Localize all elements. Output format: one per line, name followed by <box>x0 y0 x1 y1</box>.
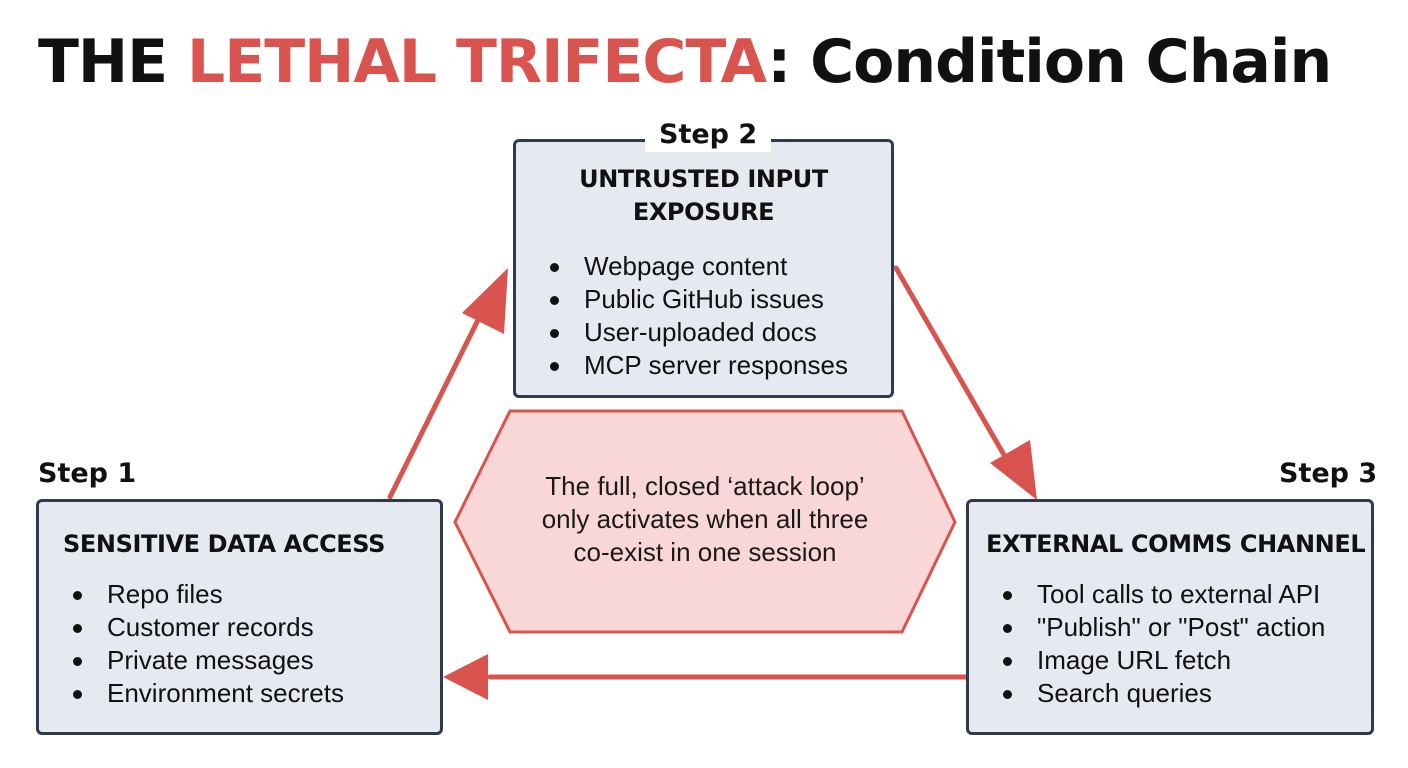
card-step2-list: Webpage content Public GitHub issues Use… <box>536 250 891 382</box>
list-item: Webpage content <box>536 250 891 283</box>
list-item: Tool calls to external API <box>989 578 1371 611</box>
title-prefix: THE <box>38 27 188 97</box>
list-item: Private messages <box>59 644 440 677</box>
card-step2-heading-line2: EXPOSURE <box>632 198 775 226</box>
center-line-3: co-exist in one session <box>573 537 837 567</box>
step-2-label: Step 2 <box>645 118 772 152</box>
arrow-step2-to-step3 <box>893 265 1014 470</box>
center-line-1: The full, closed ‘attack loop’ <box>545 471 865 501</box>
page-title: THE LETHAL TRIFECTA: Condition Chain <box>38 24 1332 100</box>
list-item: Environment secrets <box>59 677 440 710</box>
title-highlight: LETHAL TRIFECTA <box>187 27 768 97</box>
list-item: "Publish" or "Post" action <box>989 611 1371 644</box>
arrowhead-to-step1 <box>443 654 488 700</box>
step-1-label: Step 1 <box>38 458 137 489</box>
arrow-step1-to-step2 <box>387 311 484 500</box>
list-item: MCP server responses <box>536 349 891 382</box>
step-3-label: Step 3 <box>1279 458 1378 489</box>
card-step1-list: Repo files Customer records Private mess… <box>59 578 440 710</box>
list-item: Search queries <box>989 677 1371 710</box>
card-step1-heading: SENSITIVE DATA ACCESS <box>63 530 385 558</box>
list-item: User-uploaded docs <box>536 316 891 349</box>
list-item: Repo files <box>59 578 440 611</box>
card-step2-heading: UNTRUSTED INPUT EXPOSURE <box>516 163 891 229</box>
list-item: Public GitHub issues <box>536 283 891 316</box>
card-untrusted-input: UNTRUSTED INPUT EXPOSURE Webpage content… <box>513 139 894 398</box>
center-line-2: only activates when all three <box>541 504 869 534</box>
list-item: Image URL fetch <box>989 644 1371 677</box>
center-message: The full, closed ‘attack loop’ only acti… <box>500 470 910 569</box>
list-item: Customer records <box>59 611 440 644</box>
title-suffix: : Condition Chain <box>767 27 1332 97</box>
card-sensitive-data: SENSITIVE DATA ACCESS Repo files Custome… <box>36 499 443 735</box>
card-step3-list: Tool calls to external API "Publish" or … <box>989 578 1371 710</box>
arrowhead-to-step3 <box>990 440 1037 500</box>
card-external-comms: EXTERNAL COMMS CHANNEL Tool calls to ext… <box>966 499 1374 735</box>
card-step3-heading: EXTERNAL COMMS CHANNEL <box>986 530 1366 558</box>
card-step2-heading-line1: UNTRUSTED INPUT <box>579 165 828 193</box>
arrowhead-to-step2 <box>462 268 508 334</box>
